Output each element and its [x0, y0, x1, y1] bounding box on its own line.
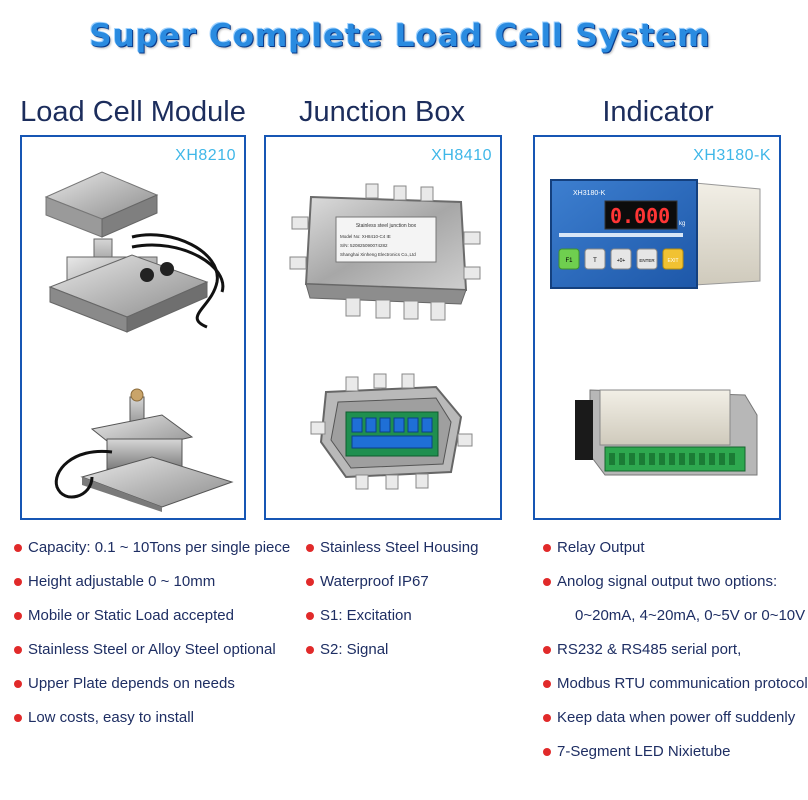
list-item-text: Upper Plate depends on needs [28, 675, 235, 692]
list-item: Low costs, easy to install [14, 708, 290, 742]
list-item: RS232 & RS485 serial port, [543, 640, 808, 674]
junction-box-label-line: S/N: 520825090074282 [340, 243, 388, 248]
bullet-dot-icon [543, 748, 551, 756]
indicator-keypad: F1 T +0+ ENTER EXIT [558, 248, 684, 270]
bullet-dot-icon [14, 680, 22, 688]
junction-box-label-line: Model No: XH8410-C4 IE [340, 234, 391, 239]
tare-key-label: T [593, 258, 597, 264]
bullet-list-indicator: Relay Output Anolog signal output two op… [543, 538, 808, 776]
list-item-text: S2: Signal [320, 641, 389, 658]
list-item-text: Keep data when power off suddenly [557, 709, 796, 726]
exit-key[interactable] [662, 248, 684, 270]
heading-indicator: Indicator [602, 96, 714, 128]
list-item: S1: Excitation [306, 606, 478, 640]
list-item: Anolog signal output two options: [543, 572, 808, 606]
list-item-text: Anolog signal output two options: [557, 573, 778, 590]
weight-display: 0.000 [610, 204, 670, 228]
tare-key[interactable] [584, 248, 606, 270]
list-item-text: S1: Excitation [320, 607, 412, 624]
list-item: Keep data when power off suddenly [543, 708, 808, 742]
enter-key[interactable] [636, 248, 658, 270]
model-label: XH8210 [175, 147, 236, 164]
list-item: Waterproof IP67 [306, 572, 478, 606]
list-item-text: Stainless Steel or Alloy Steel optional [28, 641, 276, 658]
panel-indicator: XH3180-K XH3180-K 0.000 kg F1 T +0+ ENTE [533, 135, 781, 520]
list-item-text: 0~20mA, 4~20mA, 0~5V or 0~10V [575, 607, 806, 624]
list-item-text: Waterproof IP67 [320, 573, 429, 590]
bullet-dot-icon [14, 612, 22, 620]
list-item: Upper Plate depends on needs [14, 674, 290, 708]
list-item: Stainless Steel or Alloy Steel optional [14, 640, 290, 674]
list-item: Relay Output [543, 538, 808, 572]
list-item-text: Height adjustable 0 ~ 10mm [28, 573, 216, 590]
bullet-list-junction-box: Stainless Steel Housing Waterproof IP67 … [306, 538, 478, 674]
list-item: Height adjustable 0 ~ 10mm [14, 572, 290, 606]
indicator-model-text: XH3180-K [573, 190, 606, 197]
zero-key[interactable] [610, 248, 632, 270]
list-item-text: 7-Segment LED Nixietube [557, 743, 731, 760]
enter-key-label: ENTER [639, 258, 655, 263]
list-item-continuation: 0~20mA, 4~20mA, 0~5V or 0~10V [543, 606, 808, 640]
bullet-dot-icon [14, 544, 22, 552]
f1-key[interactable] [558, 248, 580, 270]
list-item: Mobile or Static Load accepted [14, 606, 290, 640]
junction-box-label-line: Shanghai Xinheng Electronics Co.,Ltd [340, 252, 416, 257]
list-item: Capacity: 0.1 ~ 10Tons per single piece [14, 538, 290, 572]
heading-load-cell-module: Load Cell Module [20, 96, 246, 128]
list-item-text: Stainless Steel Housing [320, 539, 479, 556]
list-item-text: Modbus RTU communication protocol [557, 675, 808, 692]
list-item-text: RS232 & RS485 serial port, [557, 641, 742, 658]
panel-junction-box: XH8410 Stainless steel junction box Mode… [264, 135, 502, 520]
f1-key-label: F1 [565, 258, 573, 264]
list-item: S2: Signal [306, 640, 478, 674]
list-item-text: Low costs, easy to install [28, 709, 194, 726]
list-item-text: Capacity: 0.1 ~ 10Tons per single piece [28, 539, 291, 556]
list-item: Modbus RTU communication protocol [543, 674, 808, 708]
bullet-dot-icon [306, 578, 314, 586]
exit-key-label: EXIT [667, 258, 678, 264]
bullet-dot-icon [306, 646, 314, 654]
bullet-list-load-cell: Capacity: 0.1 ~ 10Tons per single piece … [14, 538, 290, 742]
panel-load-cell-module: XH8210 [20, 135, 246, 520]
bullet-dot-icon [306, 612, 314, 620]
page-title: Super Complete Load Cell System [89, 18, 711, 54]
zero-key-label: +0+ [617, 258, 626, 264]
bullet-dot-icon [306, 544, 314, 552]
list-item: 7-Segment LED Nixietube [543, 742, 808, 776]
bullet-dot-icon [14, 714, 22, 722]
bullet-dot-icon [14, 578, 22, 586]
indicator-image: XH3180-K 0.000 kg F1 T +0+ ENTER EXIT [550, 179, 761, 476]
bullet-dot-icon [543, 714, 551, 722]
list-item: Stainless Steel Housing [306, 538, 478, 572]
list-item-text: Relay Output [557, 539, 645, 556]
list-item-text: Mobile or Static Load accepted [28, 607, 234, 624]
model-label: XH3180-K [693, 147, 771, 164]
heading-junction-box: Junction Box [298, 96, 466, 128]
bullet-dot-icon [14, 646, 22, 654]
unit-label: kg [679, 221, 685, 227]
bullet-dot-icon [543, 578, 551, 586]
load-cell-module-image [44, 171, 234, 512]
junction-box-image: Stainless steel junction box Model No: X… [289, 183, 481, 490]
bullet-dot-icon [543, 544, 551, 552]
junction-box-label-title: Stainless steel junction box [356, 223, 417, 229]
bullet-dot-icon [543, 646, 551, 654]
model-label: XH8410 [431, 147, 492, 164]
bullet-dot-icon [543, 680, 551, 688]
